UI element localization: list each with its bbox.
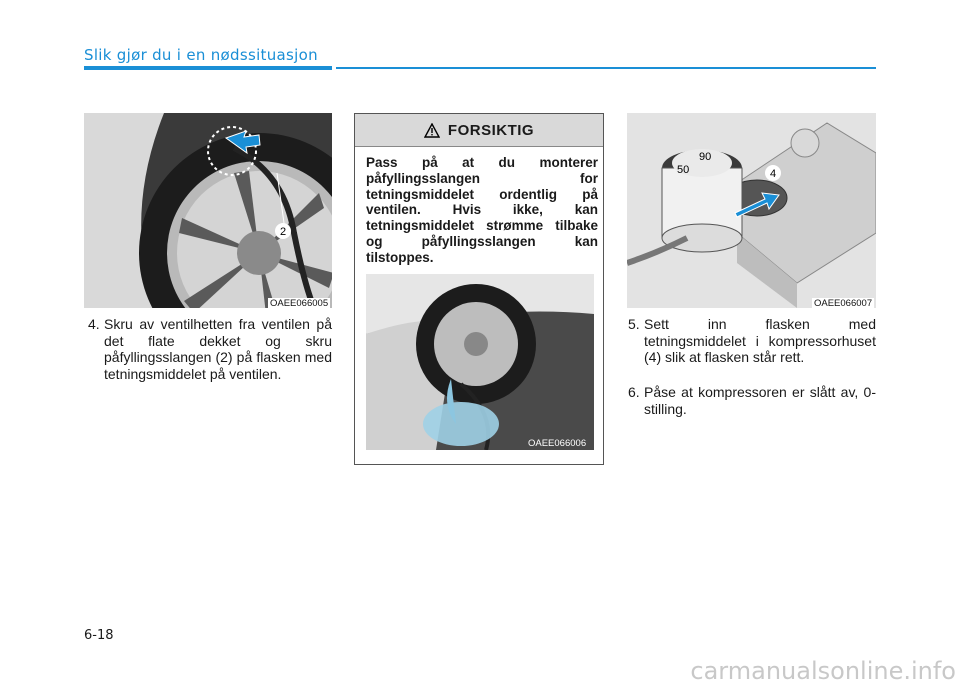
watermark: carmanualsonline.info xyxy=(690,657,956,685)
page-number: 6-18 xyxy=(84,628,114,643)
figure-compressor: 90 50 4 xyxy=(627,113,876,308)
figure-code-3: OAEE066007 xyxy=(812,298,875,309)
section-title: Slik gjør du i en nødssituasjon xyxy=(84,46,318,64)
step-6-number: 6. xyxy=(628,384,640,400)
callout-2: 2 xyxy=(280,226,286,238)
warning-icon xyxy=(423,122,440,138)
header-rule xyxy=(336,67,876,69)
step-4: 4. Skru av ventilhetten fra ventilen på … xyxy=(88,316,332,382)
step-4-number: 4. xyxy=(88,316,100,332)
figure-hose-connection: OAEE066006 xyxy=(366,274,594,450)
callout-4: 4 xyxy=(770,168,776,180)
hose-illustration xyxy=(366,274,594,450)
step-5-text: Sett inn flasken med tetningsmiddelet i … xyxy=(644,316,876,365)
wheel-illustration: 2 xyxy=(84,113,332,308)
figure-wheel-valve: 2 xyxy=(84,113,332,308)
step-5-number: 5. xyxy=(628,316,640,332)
caution-title: FORSIKTIG xyxy=(447,121,535,139)
header-accent-bar xyxy=(84,66,332,70)
compressor-illustration: 90 50 4 xyxy=(627,113,876,308)
step-6-text: Påse at kompressoren er slått av, 0-stil… xyxy=(644,384,876,417)
figure-code-1: OAEE066005 xyxy=(268,298,331,309)
caution-text: Pass på at du monterer påfyllingsslangen… xyxy=(366,155,598,265)
step-4-text: Skru av ventilhetten fra ventilen på det… xyxy=(104,316,332,382)
step-6: 6. Påse at kompressoren er slått av, 0-s… xyxy=(628,384,876,417)
gauge-50: 50 xyxy=(677,164,689,176)
step-5: 5. Sett inn flasken med tetningsmiddelet… xyxy=(628,316,876,366)
caution-header: FORSIKTIG xyxy=(355,114,603,147)
caution-box: FORSIKTIG Pass på at du monterer påfylli… xyxy=(354,113,604,465)
gauge-90: 90 xyxy=(699,151,711,163)
figure-code-2: OAEE066006 xyxy=(528,438,587,449)
